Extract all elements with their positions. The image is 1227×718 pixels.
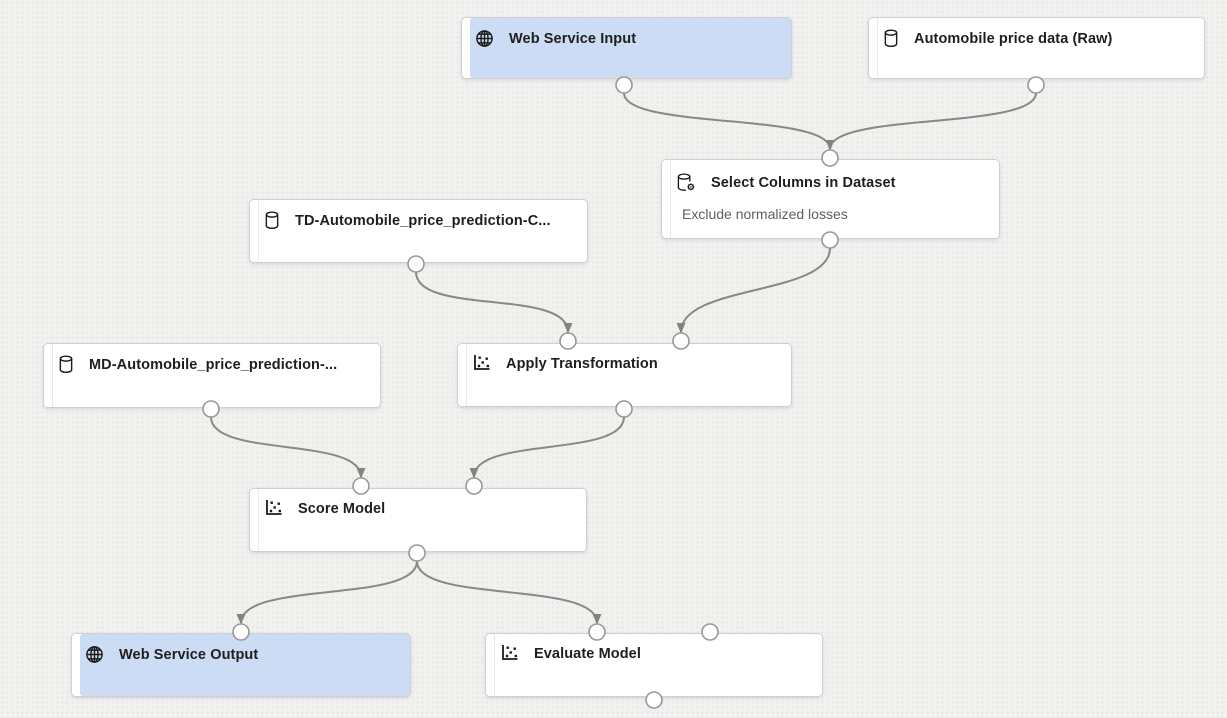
node-color-strip xyxy=(869,18,878,78)
node-evaluate-model[interactable]: Evaluate Model xyxy=(485,633,823,697)
scatter-chart-icon xyxy=(500,645,519,662)
node-color-strip xyxy=(250,200,259,262)
port-td-automobile-output[interactable] xyxy=(407,255,425,273)
port-automobile-price-raw-output[interactable] xyxy=(1027,76,1045,94)
edge-td-automobile-to-apply-transformation[interactable] xyxy=(415,271,573,334)
node-web-service-output[interactable]: Web Service Output xyxy=(71,633,411,697)
port-apply-transformation-input-1[interactable] xyxy=(559,332,577,350)
node-title: Web Service Input xyxy=(509,30,637,47)
node-color-strip xyxy=(486,634,495,696)
port-score-model-input-1[interactable] xyxy=(352,477,370,495)
edge-web-service-input-to-select-columns[interactable] xyxy=(623,92,835,151)
node-title: Automobile price data (Raw) xyxy=(914,30,1113,47)
node-color-strip xyxy=(44,344,53,407)
scatter-chart-icon xyxy=(264,500,283,517)
port-web-service-input-output[interactable] xyxy=(615,76,633,94)
node-title: Evaluate Model xyxy=(534,645,641,662)
node-automobile-price-data-raw[interactable]: Automobile price data (Raw) xyxy=(868,17,1205,79)
port-web-service-output-input[interactable] xyxy=(232,623,250,641)
port-score-model-input-2[interactable] xyxy=(465,477,483,495)
node-title: TD-Automobile_price_prediction-C... xyxy=(295,212,551,229)
globe-icon xyxy=(475,29,494,48)
database-icon xyxy=(58,355,74,374)
node-title: Apply Transformation xyxy=(506,355,658,372)
database-icon xyxy=(883,29,899,48)
node-title: Score Model xyxy=(298,500,386,517)
node-title: Select Columns in Dataset xyxy=(711,174,896,191)
node-color-strip xyxy=(462,18,470,78)
node-select-columns-in-dataset[interactable]: Select Columns in Dataset Exclude normal… xyxy=(661,159,1000,239)
port-evaluate-model-input-2[interactable] xyxy=(701,623,719,641)
edge-score-model-to-evaluate-model[interactable] xyxy=(416,560,602,625)
port-select-columns-input[interactable] xyxy=(821,149,839,167)
globe-icon xyxy=(85,645,104,664)
node-color-strip xyxy=(250,489,259,551)
port-score-model-output[interactable] xyxy=(408,544,426,562)
port-evaluate-model-output[interactable] xyxy=(645,691,663,709)
node-subtitle: Exclude normalized losses xyxy=(682,206,848,222)
port-select-columns-output[interactable] xyxy=(821,231,839,249)
node-md-automobile-price-prediction[interactable]: MD-Automobile_price_prediction-... xyxy=(43,343,381,408)
database-icon xyxy=(264,211,280,230)
node-title: MD-Automobile_price_prediction-... xyxy=(89,356,338,373)
port-apply-transformation-output[interactable] xyxy=(615,400,633,418)
scatter-chart-icon xyxy=(472,355,491,372)
node-color-strip xyxy=(458,344,467,406)
edge-automobile-price-raw-to-select-columns[interactable] xyxy=(825,92,1037,151)
port-md-automobile-output[interactable] xyxy=(202,400,220,418)
port-apply-transformation-input-2[interactable] xyxy=(672,332,690,350)
node-score-model[interactable]: Score Model xyxy=(249,488,587,552)
edge-apply-transformation-to-score-model[interactable] xyxy=(469,416,625,479)
database-gear-icon xyxy=(676,173,696,192)
node-title: Web Service Output xyxy=(119,646,259,663)
edge-md-automobile-to-score-model[interactable] xyxy=(210,416,366,479)
port-evaluate-model-input-1[interactable] xyxy=(588,623,606,641)
edge-select-columns-to-apply-transformation[interactable] xyxy=(676,247,831,334)
node-color-strip xyxy=(662,160,671,238)
node-color-strip xyxy=(72,634,80,696)
edge-score-model-to-web-service-output[interactable] xyxy=(236,560,418,625)
node-td-automobile-price-prediction[interactable]: TD-Automobile_price_prediction-C... xyxy=(249,199,588,263)
node-web-service-input[interactable]: Web Service Input xyxy=(461,17,792,79)
node-apply-transformation[interactable]: Apply Transformation xyxy=(457,343,792,407)
